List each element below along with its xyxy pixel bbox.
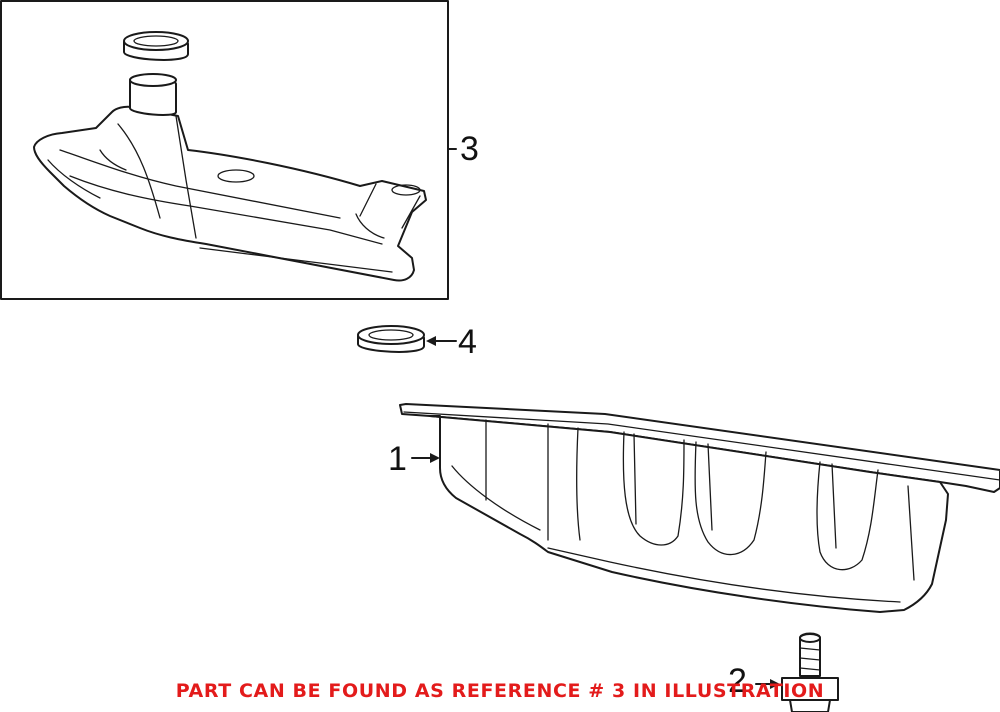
part-3-callout: 3	[460, 130, 479, 168]
part-2-leader-arrow	[755, 679, 780, 689]
part-2-callout: 2	[728, 662, 747, 700]
part-4-seal-illustration	[357, 325, 425, 353]
part-3-seal-ring	[123, 31, 189, 61]
part-4-leader-arrow	[426, 336, 457, 346]
part-1-oil-pan-illustration	[399, 403, 1000, 613]
part-3-filter-illustration	[33, 31, 427, 282]
part-2-bolt-illustration	[781, 632, 839, 712]
reference-note: PART CAN BE FOUND AS REFERENCE # 3 IN IL…	[175, 680, 825, 702]
part-1-callout: 1	[388, 440, 407, 478]
part-1-leader-arrow	[411, 453, 440, 463]
part-3-filter-body	[33, 105, 427, 282]
part-4-callout: 4	[458, 323, 477, 361]
